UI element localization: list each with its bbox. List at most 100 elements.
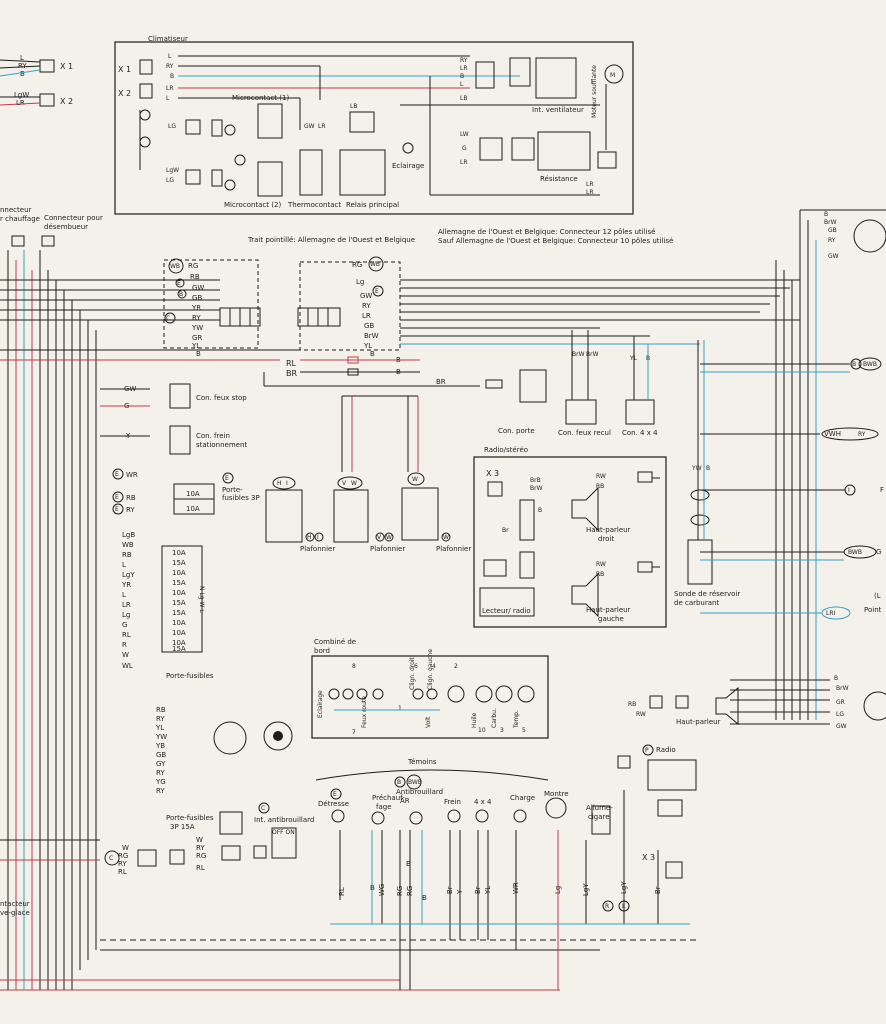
connector-1: WB E B C RG RB GW GB YR RY YW GR YL B	[163, 258, 261, 358]
svg-text:(L: (L	[874, 592, 881, 600]
svg-text:Point: Point	[864, 606, 882, 614]
svg-text:Clign. droit: Clign. droit	[409, 657, 416, 690]
svg-text:Lg: Lg	[122, 611, 130, 619]
svg-text:E: E	[115, 494, 119, 501]
header-notes: nnecteur r chauffage Connecteur pour dés…	[0, 206, 673, 247]
svg-text:10A: 10A	[172, 589, 186, 597]
svg-text:Feux route: Feux route	[361, 696, 368, 728]
svg-text:15A: 15A	[172, 579, 186, 587]
svg-text:stationnement: stationnement	[196, 441, 247, 449]
svg-text:Haut-parleur: Haut-parleur	[676, 718, 721, 726]
svg-text:GR: GR	[836, 699, 845, 706]
svg-text:LG: LG	[166, 177, 174, 184]
svg-text:RB: RB	[628, 701, 636, 708]
svg-text:LgB: LgB	[122, 531, 135, 539]
svg-text:W: W	[122, 844, 129, 852]
svg-text:RW: RW	[596, 561, 606, 568]
svg-text:B: B	[20, 70, 25, 78]
svg-text:B: B	[706, 465, 710, 472]
svg-text:LR: LR	[166, 85, 174, 92]
svg-text:RY: RY	[118, 860, 127, 868]
svg-text:Porte-: Porte-	[222, 486, 243, 494]
svg-text:BrW: BrW	[836, 685, 849, 692]
svg-text:3P 15A: 3P 15A	[170, 823, 195, 831]
door-switches: Con. porte Con. feux recul Con. 4 x 4 Br…	[498, 330, 658, 437]
svg-text:GB: GB	[192, 294, 202, 302]
svg-text:Haut-parleur: Haut-parleur	[586, 526, 631, 534]
svg-text:X 1: X 1	[118, 65, 131, 74]
svg-text:RB: RB	[596, 483, 604, 490]
svg-text:BrW: BrW	[364, 332, 379, 340]
svg-text:YW: YW	[155, 733, 167, 741]
svg-text:10A: 10A	[186, 505, 200, 513]
svg-text:B: B	[460, 73, 464, 80]
svg-text:B: B	[179, 291, 183, 298]
svg-text:15A: 15A	[172, 599, 186, 607]
svg-text:BR: BR	[286, 369, 297, 378]
svg-text:B: B	[538, 507, 542, 514]
svg-text:L: L	[122, 561, 126, 569]
svg-text:GB: GB	[364, 322, 374, 330]
connector-2: WB E RG Lg GW RY LR GB BrW YL B	[297, 256, 800, 358]
svg-text:RL: RL	[118, 868, 127, 876]
svg-text:YL: YL	[155, 724, 164, 732]
svg-text:F: F	[880, 486, 884, 494]
svg-text:WB: WB	[122, 541, 134, 549]
svg-text:6: 6	[414, 663, 418, 670]
svg-text:L: L	[122, 591, 126, 599]
svg-text:LgW: LgW	[166, 167, 179, 174]
svg-text:X 2: X 2	[118, 89, 131, 98]
svg-text:Br: Br	[502, 527, 509, 534]
svg-text:RW: RW	[636, 711, 646, 718]
svg-text:RB: RB	[190, 273, 200, 281]
svg-text:C: C	[261, 805, 265, 812]
svg-text:Préchauf-: Préchauf-	[372, 794, 405, 802]
svg-text:4 x 4: 4 x 4	[474, 798, 492, 806]
svg-text:Porte-fusibles: Porte-fusibles	[166, 814, 214, 822]
svg-text:B: B	[852, 361, 856, 368]
svg-text:LB: LB	[350, 103, 357, 110]
svg-text:B: B	[370, 350, 375, 358]
svg-text:Sauf Allemagne de l'Ouest et B: Sauf Allemagne de l'Ouest et Belgique: C…	[438, 237, 673, 245]
svg-text:LgY: LgY	[122, 571, 135, 579]
plafonniers: H I V W W Plafonnier Plafonnier Plafonni…	[265, 395, 471, 553]
svg-text:3: 3	[500, 727, 504, 734]
svg-text:WR: WR	[126, 471, 138, 479]
brake-switches: GW G Y Con. feux stop Con. frein station…	[100, 383, 247, 455]
fuse-box: LgB WB RB L LgY YR L LR Lg G RL R W WL 1…	[121, 531, 214, 680]
svg-text:RY: RY	[858, 431, 866, 438]
svg-text:RB: RB	[596, 571, 604, 578]
svg-text:BrW: BrW	[824, 219, 837, 226]
svg-text:5: 5	[522, 727, 526, 734]
svg-text:B: B	[196, 350, 201, 358]
svg-text:Huile: Huile	[471, 712, 478, 728]
svg-text:W: W	[122, 651, 129, 659]
svg-text:Plafonnier: Plafonnier	[370, 545, 405, 553]
svg-text:RB: RB	[122, 551, 132, 559]
svg-text:Plafonnier: Plafonnier	[436, 545, 471, 553]
svg-text:W: W	[196, 836, 203, 844]
svg-text:BWB: BWB	[863, 361, 877, 368]
svg-text:LG: LG	[836, 711, 844, 718]
svg-text:AR: AR	[400, 797, 410, 805]
svg-text:YW: YW	[691, 465, 702, 472]
svg-text:GB: GB	[156, 751, 166, 759]
svg-text:Con. feux recul: Con. feux recul	[558, 429, 611, 437]
svg-text:VWH: VWH	[824, 430, 841, 438]
svg-text:Clign. gauche: Clign. gauche	[427, 649, 434, 690]
svg-text:C: C	[109, 855, 113, 862]
svg-text:GR: GR	[192, 334, 202, 342]
svg-text:I: I	[848, 487, 850, 494]
svg-text:RY: RY	[126, 506, 135, 514]
bottom-wire-labels: RL B WG B RG RG B Br Y Br YL WR Lg LgY L…	[330, 790, 690, 990]
svg-text:L: L	[166, 95, 170, 102]
svg-text:RG: RG	[118, 852, 128, 860]
svg-text:Moteur soufflante: Moteur soufflante	[591, 65, 598, 118]
svg-text:Radio/stéréo: Radio/stéréo	[484, 446, 528, 454]
svg-text:RG: RG	[352, 261, 362, 269]
svg-text:Sonde de réservoir: Sonde de réservoir	[674, 590, 740, 598]
left-bottom-labels: ntacteur ve-glace	[0, 900, 30, 917]
svg-text:2: 2	[454, 663, 458, 670]
svg-text:1: 1	[398, 705, 402, 712]
svg-text:G: G	[462, 145, 467, 152]
